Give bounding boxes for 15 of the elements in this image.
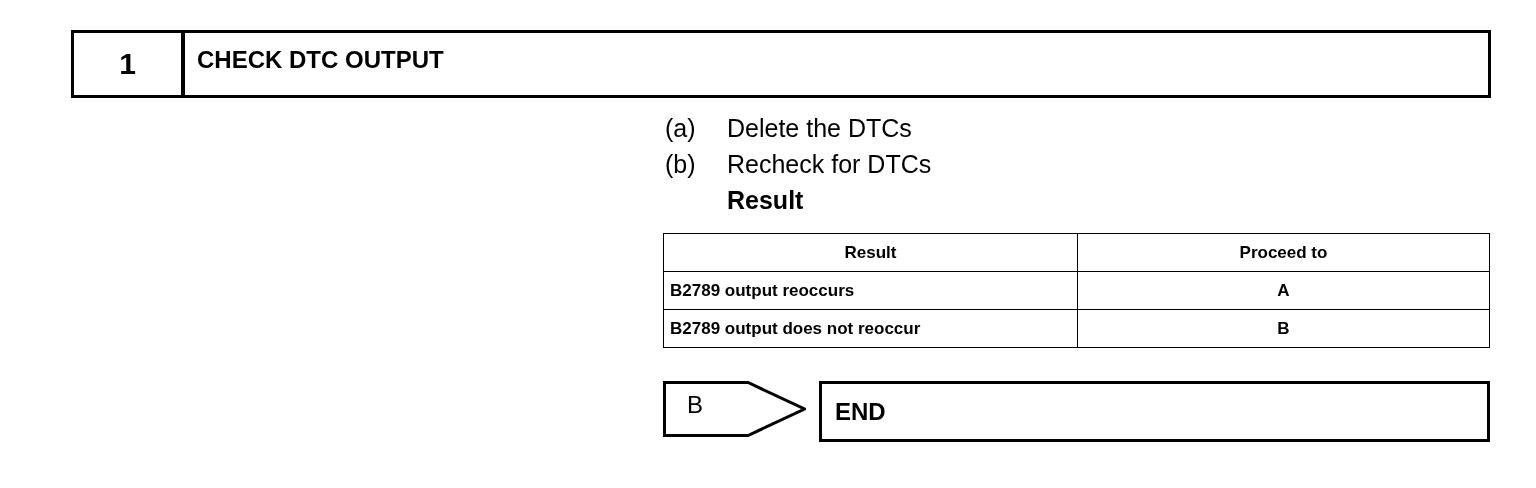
table-header-cell: Proceed to bbox=[1077, 233, 1490, 272]
table-header-cell: Result bbox=[663, 233, 1078, 272]
instruction-text: Delete the DTCs bbox=[727, 114, 912, 143]
result-arrow-tag: B bbox=[663, 381, 806, 437]
table-cell: B bbox=[1077, 309, 1490, 348]
step-letter: (b) bbox=[665, 150, 696, 179]
instruction-text: Recheck for DTCs bbox=[727, 150, 932, 179]
table-cell: B2789 output reoccurs bbox=[663, 271, 1078, 310]
step-letter: (a) bbox=[665, 114, 696, 143]
table-cell: A bbox=[1077, 271, 1490, 310]
end-box: END bbox=[819, 381, 1490, 442]
step-title-box: CHECK DTC OUTPUT bbox=[182, 30, 1491, 98]
step-number-box: 1 bbox=[71, 30, 184, 98]
table-cell: B2789 output does not reoccur bbox=[663, 309, 1078, 348]
result-heading: Result bbox=[727, 186, 804, 215]
